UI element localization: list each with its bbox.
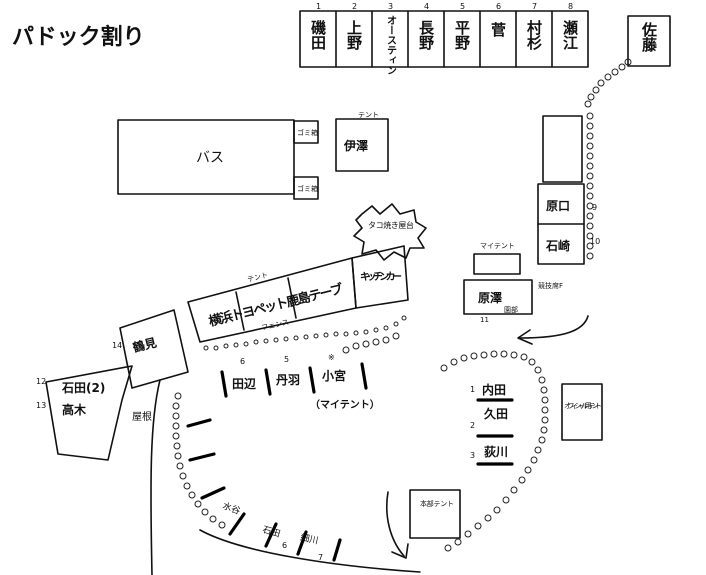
- fence-label: フェンス: [261, 318, 290, 332]
- harasawa-num: 11: [480, 316, 489, 324]
- official-tent-box: [561, 383, 603, 441]
- yane-label: 屋根: [132, 410, 152, 423]
- takoyaki-label: タコ焼き屋台: [368, 220, 414, 230]
- num-13: 13: [36, 401, 46, 410]
- top-cell-num-3: 3: [388, 2, 393, 11]
- top-cell-num-6: 6: [496, 2, 501, 11]
- trash-box-bottom: [293, 176, 319, 200]
- my-tent-top-label: マイテント: [480, 242, 515, 250]
- honbu-tent-box: [409, 489, 461, 539]
- sato-box: [627, 15, 671, 67]
- dotted-curve-top-right: [584, 58, 632, 108]
- arrow-upper-right: [519, 315, 589, 339]
- bottom-num-7: 7: [318, 553, 323, 562]
- top-cell-name-6: 菅: [489, 21, 507, 38]
- haraguchi-label: 原口: [546, 199, 570, 213]
- row-num-5: 5: [284, 355, 289, 364]
- right-list-num-3: 3: [470, 451, 475, 460]
- top-cell-name-7: 村杉: [525, 19, 543, 51]
- dotted-curve-left: [172, 392, 226, 529]
- honbu-tent-label: 本部テント: [420, 499, 454, 508]
- top-cell-name-3: オースティン: [385, 15, 397, 75]
- top-cell-name-8: 瀬江: [561, 19, 579, 51]
- takagi-label: 高木: [62, 402, 87, 417]
- top-cell-num-8: 8: [568, 2, 573, 11]
- ishida-takagi-box: [45, 365, 133, 461]
- num-12: 12: [36, 377, 46, 386]
- tsurumi-label: 鶴見: [131, 335, 158, 355]
- top-cell-name-4: 長野: [417, 20, 435, 51]
- num-14: 14: [112, 341, 122, 350]
- bottom-name-3: 細川: [299, 531, 319, 546]
- top-cell-num-1: 1: [316, 2, 321, 11]
- fence-dots: [203, 315, 407, 351]
- my-tent-bottom-label: （マイテント）: [310, 398, 380, 411]
- right-list-name-3: 荻川: [484, 444, 508, 459]
- row-name-2: 丹羽: [276, 373, 300, 387]
- top-cell-name-5: 平野: [453, 20, 471, 51]
- right-list-name-1: 内田: [482, 382, 506, 397]
- kitchen-car-label: キッチンカー: [360, 271, 402, 283]
- sato-label: 佐藤: [640, 21, 658, 53]
- izawa-box: [335, 118, 389, 172]
- team-booth-box: [187, 257, 357, 343]
- top-row: [299, 10, 589, 68]
- dotted-curve-right: [440, 350, 549, 552]
- trash-top-label: ゴミ箱: [297, 128, 318, 137]
- trash-bottom-label: ゴミ箱: [297, 184, 318, 193]
- row-name-3: 小宮: [322, 368, 346, 383]
- right-list-num-1: 1: [470, 385, 475, 394]
- bus-box: [117, 119, 295, 195]
- dotted-curve-center: [342, 332, 400, 354]
- harasawa-box: [463, 279, 533, 315]
- izawa-label: 伊澤: [343, 138, 368, 153]
- ishida2-label: 石田(2): [61, 381, 105, 395]
- num-9: 9: [592, 203, 597, 212]
- num-10: 10: [590, 237, 600, 246]
- top-cell-num-4: 4: [424, 2, 429, 11]
- right-list-num-2: 2: [470, 421, 475, 430]
- trash-box-top: [293, 120, 319, 144]
- bus-label: バス: [196, 150, 224, 166]
- kyogikai-label: 競技席F: [538, 281, 563, 290]
- tent-label-top: テント: [358, 111, 379, 119]
- top-cell-num-2: 2: [352, 2, 357, 11]
- bottom-name-2: 石田: [261, 524, 281, 540]
- row-name-1: 田辺: [232, 377, 256, 391]
- bottom-name-1: 水谷: [221, 500, 242, 517]
- ishizaki-label: 石崎: [545, 238, 570, 253]
- arrow-lower-center: [385, 491, 405, 557]
- top-cell-name-2: 上野: [345, 20, 363, 51]
- top-cell-num-7: 7: [532, 2, 537, 11]
- top-cell-num-5: 5: [460, 2, 465, 11]
- tsurumi-box: [119, 309, 189, 389]
- row-num-6: 6: [240, 357, 245, 366]
- right-empty-box: [542, 115, 583, 183]
- top-cell-name-1: 磯田: [309, 19, 327, 51]
- official-tent-label: オフィシャル用テント: [564, 402, 602, 410]
- bottom-num-6: 6: [282, 541, 287, 550]
- row-num-4: ※: [328, 353, 335, 362]
- right-list-name-2: 久田: [484, 406, 508, 421]
- my-tent-top-box: [473, 253, 521, 275]
- harasawa-label: 原澤: [478, 290, 502, 305]
- sonobe-label: 園部: [504, 305, 518, 314]
- takoyaki-burst: タコ焼き屋台: [353, 203, 427, 261]
- roof-curve: [150, 379, 161, 575]
- page-title: パドック割り: [12, 24, 145, 50]
- dotted-column-right: [586, 112, 594, 260]
